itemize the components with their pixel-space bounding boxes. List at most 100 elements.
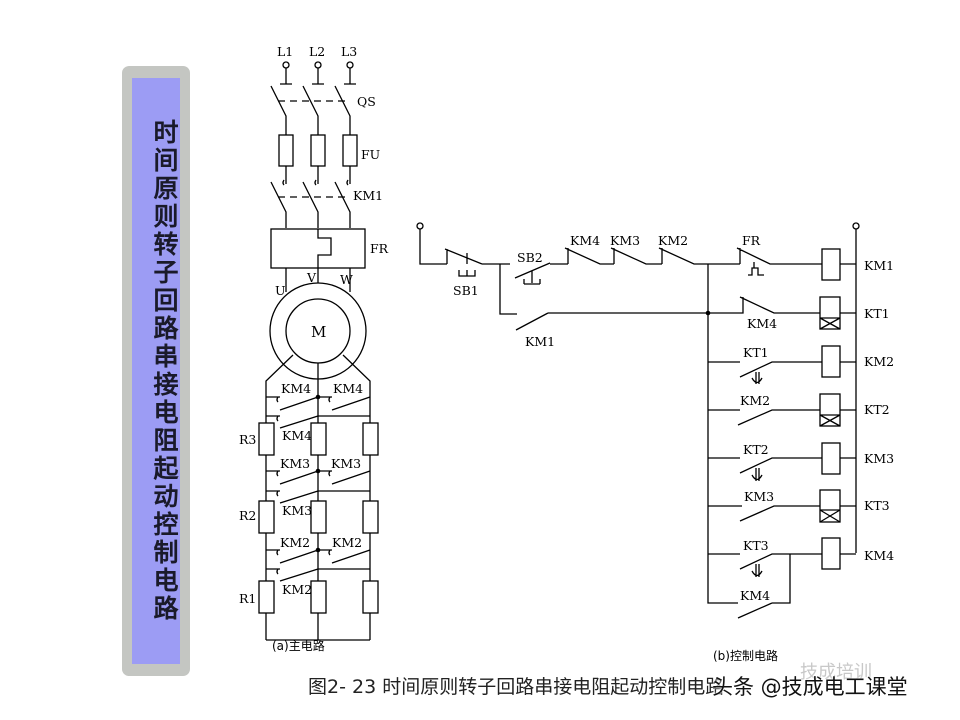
resistor-r1-c [362, 580, 379, 614]
contact-symbols [266, 568, 370, 582]
rung-2-wiring [708, 296, 856, 314]
timer-cross [819, 509, 841, 523]
km4-hold-label: KM4 [740, 588, 770, 603]
fuse-wires [285, 133, 351, 184]
resistor-r1-a [258, 580, 275, 614]
terminal-l3 [346, 61, 354, 69]
km1-hold-label: KM1 [525, 334, 555, 349]
contact-symbols [266, 396, 371, 411]
contact-label: KM3 [331, 456, 361, 471]
watermark-faint: 技成培训 [800, 662, 872, 683]
qs-top-stubs [280, 68, 356, 85]
figure-caption: 图2- 23 时间原则转子回路串接电阻起动控制电路 [308, 676, 725, 698]
rung-4-coil-label: KT2 [864, 402, 890, 417]
rung-5-coil-label: KM3 [864, 451, 894, 466]
fuse-l1 [278, 134, 294, 167]
rung-7-coil-label: KM4 [864, 548, 894, 563]
supply-terminal-left [416, 222, 424, 230]
stage-km2: KM2 KM2 KM2 R1 [239, 535, 379, 614]
contact-label: KM3 [282, 503, 312, 518]
contact-label: KM3 [280, 456, 310, 471]
contact-label: KM2 [282, 582, 312, 597]
rung-2-contact-label: KM4 [747, 316, 777, 331]
rung-2-coil-label: KT1 [864, 306, 890, 321]
sb1-stop-button [444, 248, 500, 277]
fr-heater-symbol [317, 229, 332, 268]
coil-km1 [821, 248, 841, 281]
control-circuit: SB1 SB2 KM4 KM3 KM2 KM1 FR KM1 KM4 KT1 K… [416, 222, 894, 663]
rung-1-coil-label: KM1 [864, 258, 894, 273]
terminal-l2 [314, 61, 322, 69]
motor-label: M [311, 323, 326, 341]
sb2-start-button [499, 262, 568, 315]
phase-label-l3: L3 [341, 44, 357, 59]
terminal-l1 [282, 61, 290, 69]
sb1-label: SB1 [453, 283, 479, 298]
rung-7-contact-label: KT3 [743, 538, 769, 553]
rung-1-contact-label: FR [742, 233, 761, 248]
rung-4-wiring [708, 409, 856, 426]
terminal-v: V [306, 270, 317, 285]
phase-label-l1: L1 [277, 44, 293, 59]
interlock-label-km3: KM3 [610, 233, 640, 248]
phase-label-l2: L2 [309, 44, 325, 59]
resistor-label-r2: R2 [239, 508, 256, 523]
rung-1-wiring [736, 247, 856, 276]
control-circuit-caption: (b)控制电路 [713, 648, 778, 663]
km1-label: KM1 [353, 188, 383, 203]
rung-5-contact-label: KT2 [743, 442, 769, 457]
main-circuit: L1 L2 L3 QS FU KM1 FR U V W M [239, 44, 389, 653]
interlock-label-km4: KM4 [570, 233, 600, 248]
junction-dot [315, 394, 321, 400]
resistor-r2-a [258, 500, 275, 534]
watermark: 头条 @技成电工课堂 [712, 675, 908, 699]
supply-wire-left [419, 229, 447, 265]
stage-km4: KM4 KM4 KM4 R3 [239, 381, 379, 456]
contact-label: KM2 [332, 535, 362, 550]
timer-cross [819, 414, 841, 427]
stage-km3: KM3 KM3 KM3 R2 [239, 456, 379, 534]
fu-label: FU [361, 147, 380, 162]
contact-symbols [266, 490, 370, 504]
rung-5-wiring [708, 457, 856, 481]
contact-label: KM4 [281, 381, 311, 396]
series-interlock-contacts [564, 247, 708, 265]
rung-3-contact-label: KT1 [743, 345, 769, 360]
rung-6-contact-label: KM3 [744, 489, 774, 504]
coil-km4 [821, 537, 841, 570]
resistor-r3-c [362, 422, 379, 456]
contact-label: KM2 [280, 535, 310, 550]
rung-7-wiring [708, 553, 856, 619]
junction-dot [315, 547, 321, 553]
interlock-label-km2: KM2 [658, 233, 688, 248]
sb2-label: SB2 [517, 250, 543, 265]
coil-km3 [821, 442, 841, 475]
rung-4-contact-label: KM2 [740, 393, 770, 408]
resistor-label-r1: R1 [239, 591, 256, 606]
qs-label: QS [357, 94, 376, 109]
coil-kt3-timer [819, 489, 841, 523]
rung-3-coil-label: KM2 [864, 354, 894, 369]
vertical-title: 时间原则转子回路串接电阻起动控制电路 [150, 119, 179, 623]
coil-km2 [821, 345, 841, 378]
supply-terminal-right [852, 222, 860, 230]
contact-symbols [266, 470, 371, 485]
fr-label: FR [370, 241, 389, 256]
resistor-r1-b [310, 580, 327, 614]
contact-label: KM4 [282, 428, 312, 443]
contact-symbols [266, 549, 371, 564]
resistor-r3-a [258, 422, 275, 456]
fuse-l3 [342, 134, 358, 167]
terminal-u: U [275, 283, 286, 298]
qs-switch-blades [270, 85, 351, 133]
timer-cross [819, 317, 841, 330]
resistor-r2-b [310, 500, 327, 534]
rung-6-coil-label: KT3 [864, 498, 890, 513]
contact-label: KM4 [333, 381, 363, 396]
title-frame: 时间原则转子回路串接电阻起动控制电路 [122, 66, 190, 676]
contact-symbols [266, 415, 370, 429]
rung-3-wiring [708, 361, 856, 384]
terminal-w: W [340, 272, 353, 287]
resistor-r2-c [362, 500, 379, 534]
